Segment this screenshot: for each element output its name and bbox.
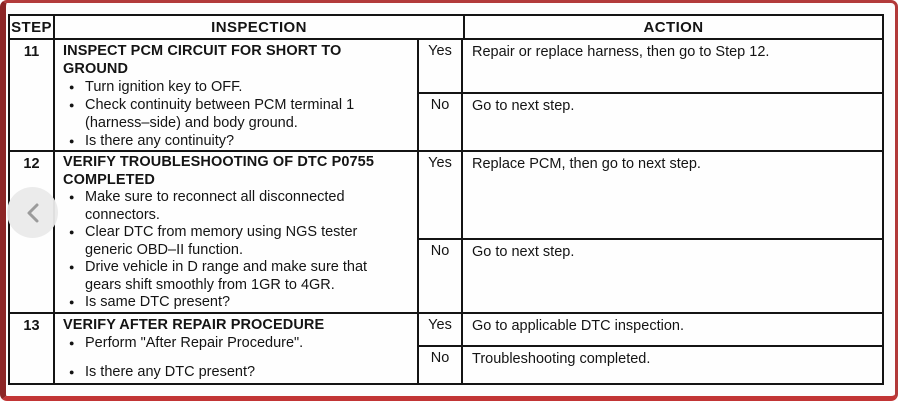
inspection-title: VERIFY TROUBLESHOOTING OF DTC P0755 COMP… — [63, 154, 375, 188]
bullet-text: Is there any DTC present? — [85, 364, 256, 380]
inspection-title: INSPECT PCM CIRCUIT FOR SHORT TO GROUND — [63, 43, 342, 77]
table-row-step-11: 11 INSPECT PCM CIRCUIT FOR SHORT TO GROU… — [10, 40, 882, 152]
action-text: Replace PCM, then go to next step. — [472, 156, 701, 172]
bullet-icon: ● — [69, 297, 75, 307]
bullet-item: ● Perform "After Repair Procedure". — [63, 334, 407, 352]
inspection-bullets: ● Turn ignition key to OFF. ● Check contin… — [63, 78, 407, 150]
action-text: Repair or replace harness, then go to St… — [472, 44, 770, 60]
outcome-label: No — [419, 347, 463, 383]
outcome-label: Yes — [419, 314, 463, 345]
inspection-cell: VERIFY TROUBLESHOOTING OF DTC P0755 COMP… — [55, 152, 419, 312]
header-step: STEP — [10, 16, 55, 38]
bullet-text: Is there any continuity? — [85, 133, 235, 149]
outcomes-cell: Yes Repair or replace harness, then go t… — [419, 40, 882, 150]
step-number: 12 — [10, 152, 55, 312]
bullet-icon: ● — [69, 338, 75, 348]
bullet-item: ● Is same DTC present? — [63, 294, 407, 312]
bullet-text: Check continuity between PCM terminal 1 … — [85, 97, 355, 131]
outcome-no: No Go to next step. — [419, 94, 882, 150]
header-inspection: INSPECTION — [55, 16, 465, 38]
bullet-icon: ● — [69, 227, 75, 237]
step-number: 13 — [10, 314, 55, 383]
troubleshooting-table: STEP INSPECTION ACTION 11 INSPECT PCM CI… — [8, 14, 884, 385]
bullet-icon: ● — [69, 262, 75, 272]
outcomes-cell: Yes Replace PCM, then go to next step. N… — [419, 152, 882, 312]
bullet-icon: ● — [69, 192, 75, 202]
outcome-label: Yes — [419, 40, 463, 92]
bullet-text: Turn ignition key to OFF. — [85, 79, 243, 95]
inspection-bullets: ● Make sure to reconnect all disconnected… — [63, 189, 407, 312]
outcome-label: Yes — [419, 152, 463, 238]
bullet-text: Make sure to reconnect all disconnected … — [85, 189, 345, 223]
bullet-icon: ● — [69, 82, 75, 92]
action-text: Go to next step. — [472, 244, 575, 260]
bullet-text: Is same DTC present? — [85, 294, 231, 310]
step-number: 11 — [10, 40, 55, 150]
chevron-left-icon — [23, 201, 43, 225]
inspection-cell: VERIFY AFTER REPAIR PROCEDURE ● Perform "… — [55, 314, 419, 383]
outcome-yes: Yes Replace PCM, then go to next step. — [419, 152, 882, 240]
inspection-cell: INSPECT PCM CIRCUIT FOR SHORT TO GROUND … — [55, 40, 419, 150]
bullet-text: Drive vehicle in D range and make sure t… — [85, 259, 368, 293]
bullet-text: Perform "After Repair Procedure". — [85, 335, 304, 351]
carousel-previous-button[interactable] — [7, 187, 58, 238]
bullet-icon: ● — [69, 136, 75, 146]
bullet-item: ● Make sure to reconnect all disconnected… — [63, 189, 407, 224]
bullet-text: Clear DTC from memory using NGS tester g… — [85, 224, 358, 258]
outcome-label: No — [419, 94, 463, 150]
bullet-item: ● Clear DTC from memory using NGS tester … — [63, 224, 407, 259]
table-row-step-12: 12 VERIFY TROUBLESHOOTING OF DTC P0755 C… — [10, 152, 882, 314]
inspection-title: VERIFY AFTER REPAIR PROCEDURE — [63, 317, 325, 333]
outcome-label: No — [419, 240, 463, 312]
outcome-yes: Yes Repair or replace harness, then go t… — [419, 40, 882, 94]
action-text: Go to applicable DTC inspection. — [472, 318, 684, 334]
bullet-icon: ● — [69, 367, 75, 377]
bullet-item: ● Check continuity between PCM terminal 1… — [63, 96, 407, 132]
table-row-step-13: 13 VERIFY AFTER REPAIR PROCEDURE ● Perfor… — [10, 314, 882, 383]
outcome-no: No Troubleshooting completed. — [419, 347, 882, 383]
bullet-icon: ● — [69, 100, 75, 110]
inspection-bullets: ● Perform "After Repair Procedure". ● Is t… — [63, 334, 407, 381]
outcomes-cell: Yes Go to applicable DTC inspection. No … — [419, 314, 882, 383]
outcome-no: No Go to next step. — [419, 240, 882, 312]
action-text: Troubleshooting completed. — [472, 351, 651, 367]
bullet-item: ● Is there any DTC present? — [63, 363, 407, 381]
bullet-item: ● Drive vehicle in D range and make sure … — [63, 259, 407, 294]
outcome-yes: Yes Go to applicable DTC inspection. — [419, 314, 882, 347]
bullet-item: ● Turn ignition key to OFF. — [63, 78, 407, 96]
header-action: ACTION — [643, 18, 704, 36]
bullet-item: ● Is there any continuity? — [63, 132, 407, 150]
action-text: Go to next step. — [472, 98, 575, 114]
table-header-row: STEP INSPECTION ACTION — [10, 16, 882, 40]
